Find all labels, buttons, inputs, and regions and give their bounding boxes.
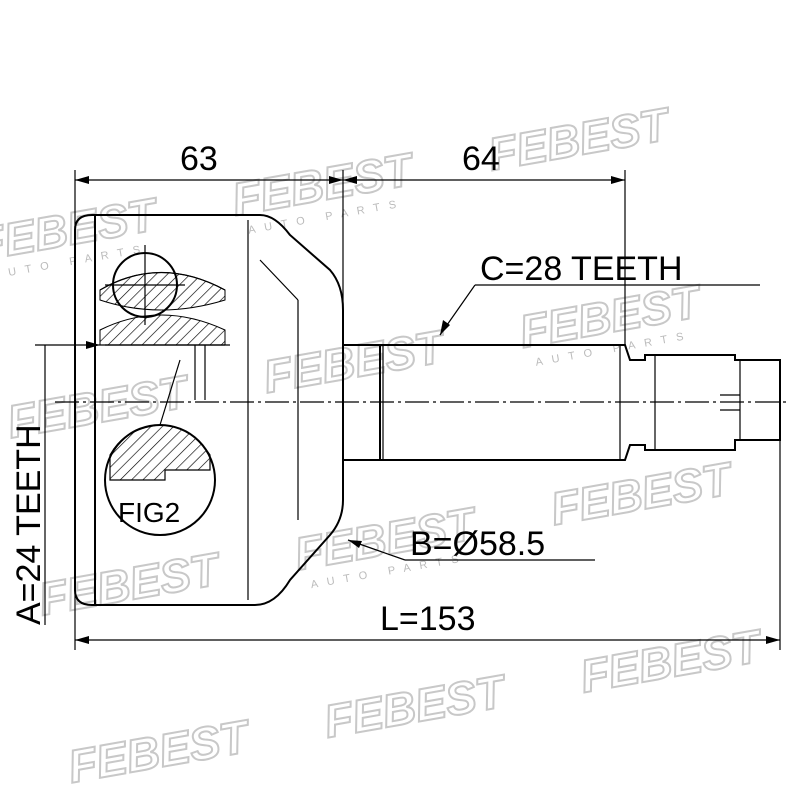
svg-text:FEBEST: FEBEST: [64, 709, 256, 792]
dim-shaft-length: 64: [462, 140, 500, 178]
svg-text:FEBEST: FEBEST: [35, 542, 227, 625]
svg-text:FEBEST: FEBEST: [320, 664, 512, 747]
fig2-label: FIG2: [118, 497, 180, 528]
dim-outer-length: 63: [180, 140, 218, 178]
dimension-lines: [35, 170, 781, 650]
svg-text:FEBEST: FEBEST: [547, 452, 739, 535]
dim-total-length: L=153: [380, 600, 476, 638]
svg-text:FEBEST: FEBEST: [484, 97, 676, 180]
fig2-detail: FIG2: [104, 359, 216, 536]
outer-housing: [74, 214, 380, 606]
watermark: FEBEST FEBEST FEBEST FEBEST FEBEST FEBEST FE…: [0, 96, 769, 794]
dim-diameter: B=Ø58.5: [410, 525, 545, 563]
svg-text:FEBEST: FEBEST: [576, 619, 768, 702]
svg-text:FEBEST: FEBEST: [259, 319, 451, 402]
dim-spline-outer: C=28 TEETH: [480, 250, 683, 288]
dim-spline-inner: A=24 TEETH: [10, 424, 48, 625]
